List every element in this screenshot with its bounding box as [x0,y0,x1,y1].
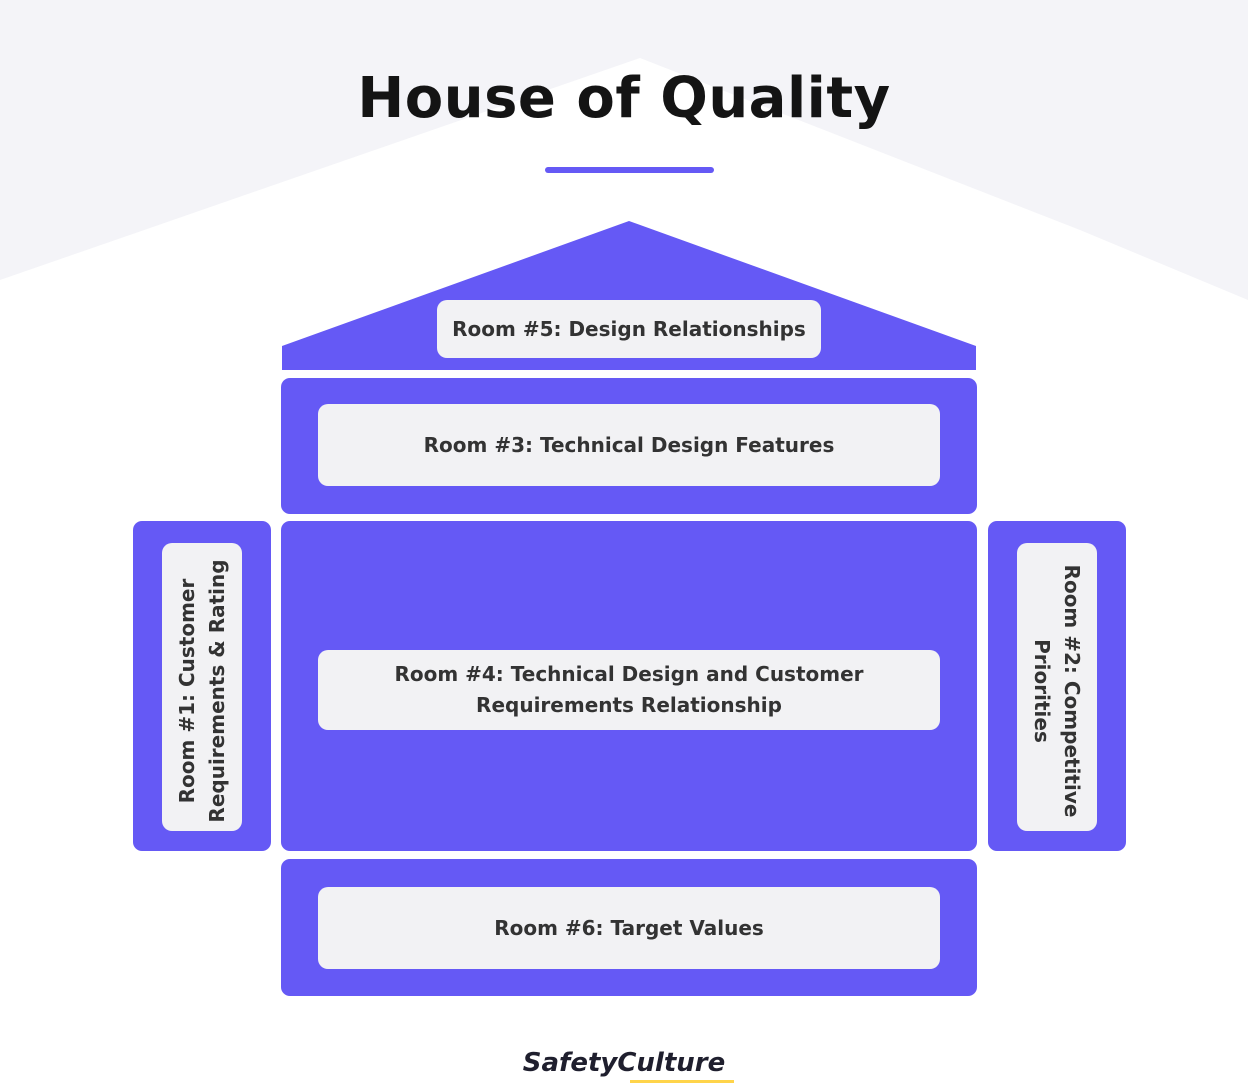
room-2-text-wrap: Room #2: Competitive Priorities [1017,546,1097,836]
room-1-label [162,543,242,831]
room-5-text: Room #5: Design Relationships [452,316,806,341]
room-4-label: Room #4: Technical Design and Customer R… [318,650,940,730]
room-1-text-wrap: Room #1: Customer Requirements & Rating [162,546,242,836]
room-1-text: Room #1: Customer Requirements & Rating [175,559,229,823]
room-2-text: Room #2: Competitive Priorities [1030,564,1084,818]
room-3-text: Room #3: Technical Design Features [423,432,835,457]
room-6-label: Room #6: Target Values [318,887,940,969]
room-2-label [1017,543,1097,831]
room-3-label: Room #3: Technical Design Features [318,404,940,486]
brand-underline [630,1080,734,1083]
title-underline [545,167,714,173]
diagram-title: House of Quality [357,66,891,131]
room-5-label: Room #5: Design Relationships [437,300,821,358]
room-6-text: Room #6: Target Values [494,915,764,940]
room-4-text: Room #4: Technical Design and Customer R… [394,662,864,717]
brand-logo: SafetyCulture [522,1048,726,1078]
background-shape [0,0,1248,300]
